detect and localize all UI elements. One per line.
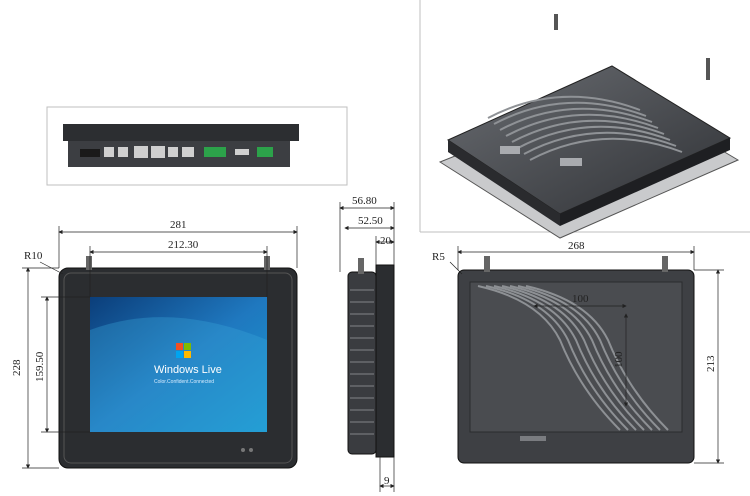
rear-dimensions: [449, 246, 724, 464]
windows-live-logo-text: Windows Live: [154, 364, 222, 376]
windows-live-tagline: Color.Confident.Connected: [154, 379, 214, 385]
front-radius-label: R10: [24, 250, 43, 262]
rear-view: [457, 256, 695, 464]
side-total-depth-label: 56.80: [352, 195, 377, 207]
side-view: [347, 258, 395, 458]
isometric-rear-view: [438, 14, 740, 239]
front-width-label: 281: [170, 219, 187, 231]
rear-vesa-vertical-label: 100: [613, 351, 625, 368]
rear-height-label: 213: [705, 355, 717, 372]
windows-flag-icon: [176, 343, 191, 358]
front-dimensions: [22, 226, 298, 469]
front-view: Windows Live Color.Confident.Connected: [58, 256, 298, 469]
io-panel-view: [63, 124, 299, 167]
front-screen-width-label: 212.30: [168, 239, 199, 251]
panel-frames: [46, 0, 750, 233]
side-bottom-offset-label: 9: [384, 475, 390, 487]
front-screen-height-label: 159.50: [34, 351, 46, 382]
front-height-label: 228: [11, 359, 23, 376]
rear-vesa-horizontal-label: 100: [572, 293, 589, 305]
rear-radius-label: R5: [432, 251, 445, 263]
rear-width-label: 268: [568, 240, 585, 252]
side-body-depth-label: 52.50: [358, 215, 383, 227]
side-dimensions: [339, 202, 395, 492]
side-bezel-depth-label: 20: [380, 235, 392, 247]
